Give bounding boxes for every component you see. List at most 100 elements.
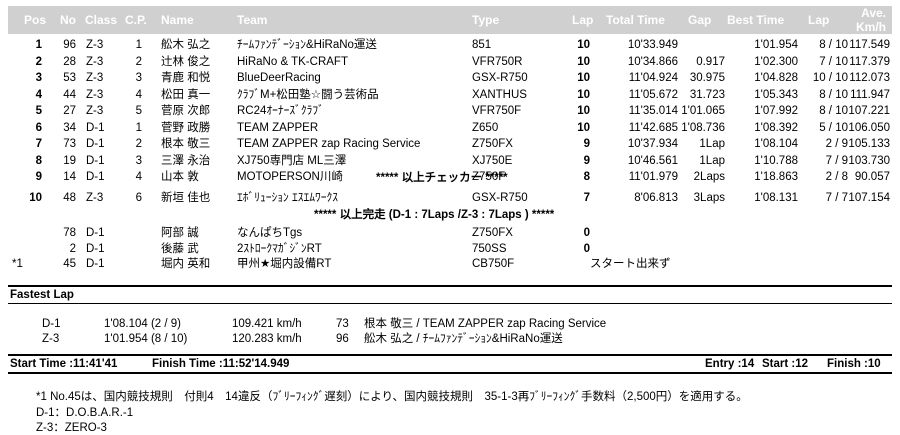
cell-team: TEAM ZAPPER zap Racing Service bbox=[237, 138, 421, 150]
cell-lap: 9 bbox=[583, 154, 590, 167]
col-lap: Lap bbox=[572, 13, 594, 27]
cell-cp: 2 bbox=[135, 55, 142, 68]
cell-pos: 9 bbox=[35, 171, 42, 183]
cell-name: 菅野 政勝 bbox=[161, 121, 211, 134]
cell-lap: 9 bbox=[583, 138, 590, 150]
cell-cp: 1 bbox=[135, 39, 142, 51]
cell-team: ｴﾎﾞﾘｭｰｼｮﾝ ｴｽｴﾑﾜｰｸｽ bbox=[237, 192, 338, 204]
divider-summary-bottom bbox=[8, 372, 892, 374]
cell-class: D-1 bbox=[86, 154, 105, 167]
cell-type: VFR750F bbox=[472, 105, 522, 117]
cell-team: TEAM ZAPPER bbox=[237, 121, 319, 134]
cell-total-time: 11'05.672 bbox=[628, 88, 678, 101]
col-pos: Pos bbox=[24, 13, 47, 27]
cell-gap: 3Laps bbox=[693, 192, 725, 204]
cell-lap: 10 bbox=[577, 105, 590, 117]
cell-total-time: 11'01.979 bbox=[628, 171, 678, 183]
cell-class: Z-3 bbox=[86, 88, 104, 101]
col-cp: C.P. bbox=[125, 13, 147, 27]
divider-fastest bbox=[8, 303, 892, 304]
cell-cp: 2 bbox=[135, 138, 142, 150]
cell-best-lap: 7 / 7 bbox=[825, 192, 848, 204]
cell-speed: 109.421 km/h bbox=[232, 318, 302, 330]
col-ave-unit: Km/h bbox=[856, 20, 886, 34]
cell-class: D-1 bbox=[86, 242, 105, 255]
cell-name: 後藤 武 bbox=[161, 242, 199, 255]
cell-pos: 10 bbox=[29, 192, 42, 204]
cell-best-lap: 2 / 8 bbox=[825, 171, 848, 183]
cell-type: 851 bbox=[472, 39, 492, 51]
cell-pos: 3 bbox=[35, 72, 42, 84]
cell-ave: 107.221 bbox=[848, 105, 890, 117]
cell-gap: 0.917 bbox=[696, 55, 725, 68]
cell-best-lap: 5 / 10 bbox=[819, 121, 848, 134]
cell-type: CB750F bbox=[472, 258, 515, 270]
cell-total-time: 10'37.934 bbox=[627, 138, 678, 150]
cell-lap: 10 bbox=[577, 88, 590, 101]
finish-time: Finish Time :11:52'14.949 bbox=[152, 358, 290, 370]
cell-pos: 4 bbox=[35, 88, 42, 101]
cell-best-time: 1'08.392 bbox=[754, 121, 798, 134]
cell-name: 松田 真一 bbox=[161, 88, 211, 101]
cell-type: XJ750E bbox=[472, 154, 513, 167]
cell-class: Z-3 bbox=[86, 192, 104, 204]
cell-pos: 5 bbox=[35, 105, 42, 117]
cell-cp: 4 bbox=[135, 88, 142, 101]
cell-total-time: 10'33.949 bbox=[627, 39, 678, 51]
cell-total-time: 11'42.685 bbox=[628, 121, 678, 134]
cell-cp: 6 bbox=[135, 192, 142, 204]
cell-lap: 10 bbox=[577, 55, 590, 68]
cell-class: D-1 bbox=[86, 121, 105, 134]
cell-best-lap: 8 / 10 bbox=[819, 88, 848, 101]
cell-time: 1'08.104 (2 / 9) bbox=[104, 318, 181, 330]
cell-type: Z750F bbox=[472, 171, 506, 183]
cell-lap: 10 bbox=[577, 39, 590, 51]
cell-no: 48 bbox=[63, 192, 76, 204]
note-penalty: *1 No.45は、国内競技規則 付則4 14違反（ﾌﾞﾘｰﾌｨﾝｸﾞ遅刻）によ… bbox=[36, 391, 748, 403]
cell-name: 堀内 英和 bbox=[161, 258, 211, 270]
cell-name: 阿部 誠 bbox=[161, 227, 199, 239]
cell-class: Z-3 bbox=[42, 333, 60, 345]
cell-class: D-1 bbox=[86, 171, 105, 183]
cell-name: 辻林 俊之 bbox=[161, 55, 211, 68]
col-no: No bbox=[60, 13, 76, 27]
cell-gap: 1'01.065 bbox=[681, 105, 725, 117]
col-gap: Gap bbox=[688, 13, 712, 27]
cell-total-time: 10'46.561 bbox=[627, 154, 678, 167]
cell-class: Z-3 bbox=[86, 105, 104, 117]
cell-type: GSX-R750 bbox=[472, 192, 528, 204]
cell-lap: 10 bbox=[577, 72, 590, 84]
cell-no: 45 bbox=[63, 258, 76, 270]
checker-separator: ***** 以上チェッカー ***** bbox=[376, 172, 508, 184]
cell-type: VFR750R bbox=[472, 55, 523, 68]
cell-name: 菅原 次郎 bbox=[161, 105, 211, 117]
cell-type: Z750FX bbox=[472, 138, 513, 150]
cell-total-time: 11'04.924 bbox=[628, 72, 678, 84]
cell-type: Z650 bbox=[472, 121, 499, 134]
cell-pos: 2 bbox=[35, 55, 42, 68]
start-time: Start Time :11:41'41 bbox=[10, 358, 118, 370]
cell-ave: 105.133 bbox=[848, 138, 890, 150]
cell-time: 1'01.954 (8 / 10) bbox=[104, 333, 188, 345]
cell-team: 甲州★堀内設備RT bbox=[237, 258, 332, 270]
cell-best-lap: 2 / 9 bbox=[825, 138, 848, 150]
cell-gap: 31.723 bbox=[689, 88, 725, 101]
cell-team: なんぱちTgs bbox=[237, 227, 303, 239]
cell-no: 73 bbox=[336, 318, 349, 330]
cell-total-time: 11'35.014 bbox=[628, 105, 678, 117]
cell-no: 27 bbox=[63, 105, 76, 117]
finish-count: Finish :10 bbox=[827, 358, 881, 370]
cell-no: 96 bbox=[63, 39, 76, 51]
note-class-z3: Z-3：ZERO-3 bbox=[36, 422, 107, 434]
cell-no: 96 bbox=[336, 333, 349, 345]
